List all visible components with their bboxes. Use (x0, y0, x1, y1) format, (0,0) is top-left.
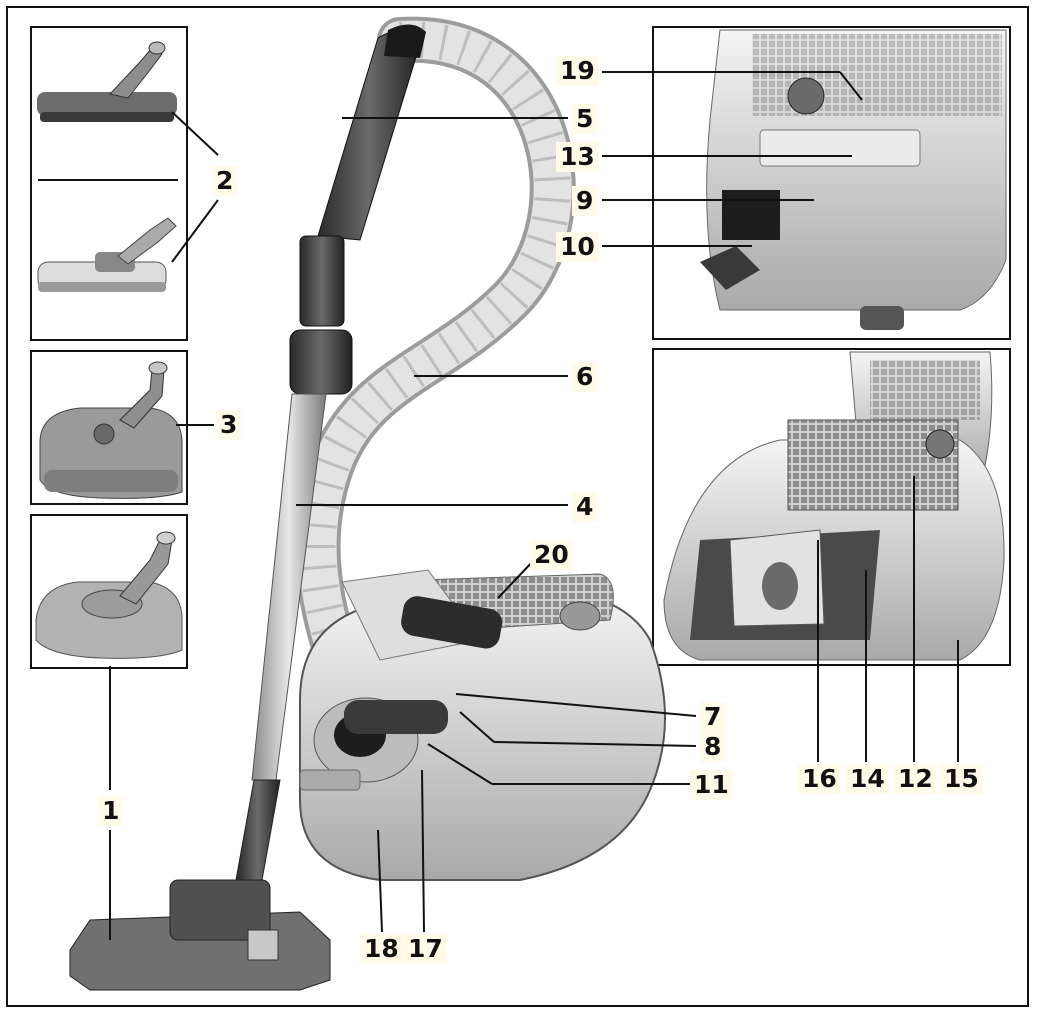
callout-16: 16 (798, 764, 841, 794)
callout-5: 5 (572, 104, 598, 134)
callout-14: 14 (846, 764, 889, 794)
floor-nozzle-bottom (37, 217, 177, 292)
callout-8: 8 (700, 732, 726, 762)
callout-20: 20 (530, 540, 573, 570)
parquet-nozzle (35, 531, 183, 659)
callout-13: 13 (556, 142, 599, 172)
callout-7: 7 (700, 702, 726, 732)
callout-11: 11 (690, 770, 733, 800)
callout-2: 2 (212, 166, 238, 196)
leader-lines (109, 71, 959, 940)
callout-3: 3 (216, 410, 242, 440)
callout-10: 10 (556, 232, 599, 262)
floor-nozzle-top (37, 41, 177, 122)
turbo-nozzle (39, 361, 183, 499)
rear-view-illustration (700, 29, 1007, 330)
callout-18: 18 (360, 934, 403, 964)
suction-hose (294, 16, 576, 743)
main-floor-nozzle (69, 879, 331, 991)
vacuum-body (299, 569, 666, 881)
open-lid-illustration (663, 351, 1005, 661)
callout-12: 12 (894, 764, 937, 794)
callout-1: 1 (98, 796, 124, 826)
hose-handle (289, 24, 426, 395)
callout-9: 9 (572, 186, 598, 216)
callout-19: 19 (556, 56, 599, 86)
callout-4: 4 (572, 492, 598, 522)
callout-17: 17 (404, 934, 447, 964)
callout-15: 15 (940, 764, 983, 794)
telescopic-tube (235, 393, 327, 881)
callout-6: 6 (572, 362, 598, 392)
